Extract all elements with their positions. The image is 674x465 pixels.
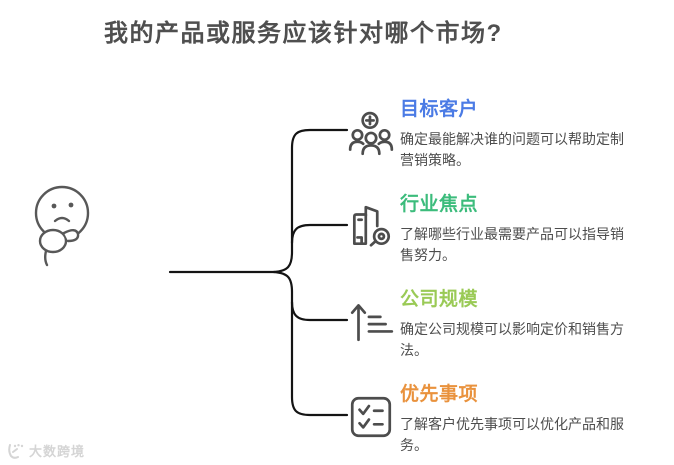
thinking-face-illustration [34,185,90,267]
watermark-text: 大数跨境 [29,444,86,459]
node-heading: 目标客户 [400,99,479,120]
mindmap-node-target-customers: 目标客户 确定最能解决谁的问题可以帮助定制营销策略。 [400,94,640,171]
checklist-icon [350,396,392,438]
node-description: 了解客户优先事项可以优化产品和服务。 [400,416,624,453]
mindmap-node-industry-focus: 行业焦点 了解哪些行业最需要产品可以指导销售努力。 [400,189,640,266]
node-description: 确定公司规模可以影响定价和销售方法。 [400,321,624,358]
page-title: 我的产品或服务应该针对哪个市场? [104,20,503,47]
watermark: 大数跨境 [6,441,85,460]
user-group-plus-icon [348,111,394,156]
watermark-logo-icon [8,443,24,459]
node-description: 确定最能解决谁的问题可以帮助定制营销策略。 [400,131,624,168]
node-heading: 行业焦点 [400,194,479,215]
node-description: 了解哪些行业最需要产品可以指导销售努力。 [400,226,624,263]
ascending-list-arrow-icon [350,304,394,342]
node-heading: 优先事项 [400,384,479,405]
mindmap-node-priorities: 优先事项 了解客户优先事项可以优化产品和服务。 [400,379,640,456]
mindmap-node-company-size: 公司规模 确定公司规模可以影响定价和销售方法。 [400,284,640,361]
node-heading: 公司规模 [400,289,479,310]
building-magnifier-icon [352,205,391,247]
